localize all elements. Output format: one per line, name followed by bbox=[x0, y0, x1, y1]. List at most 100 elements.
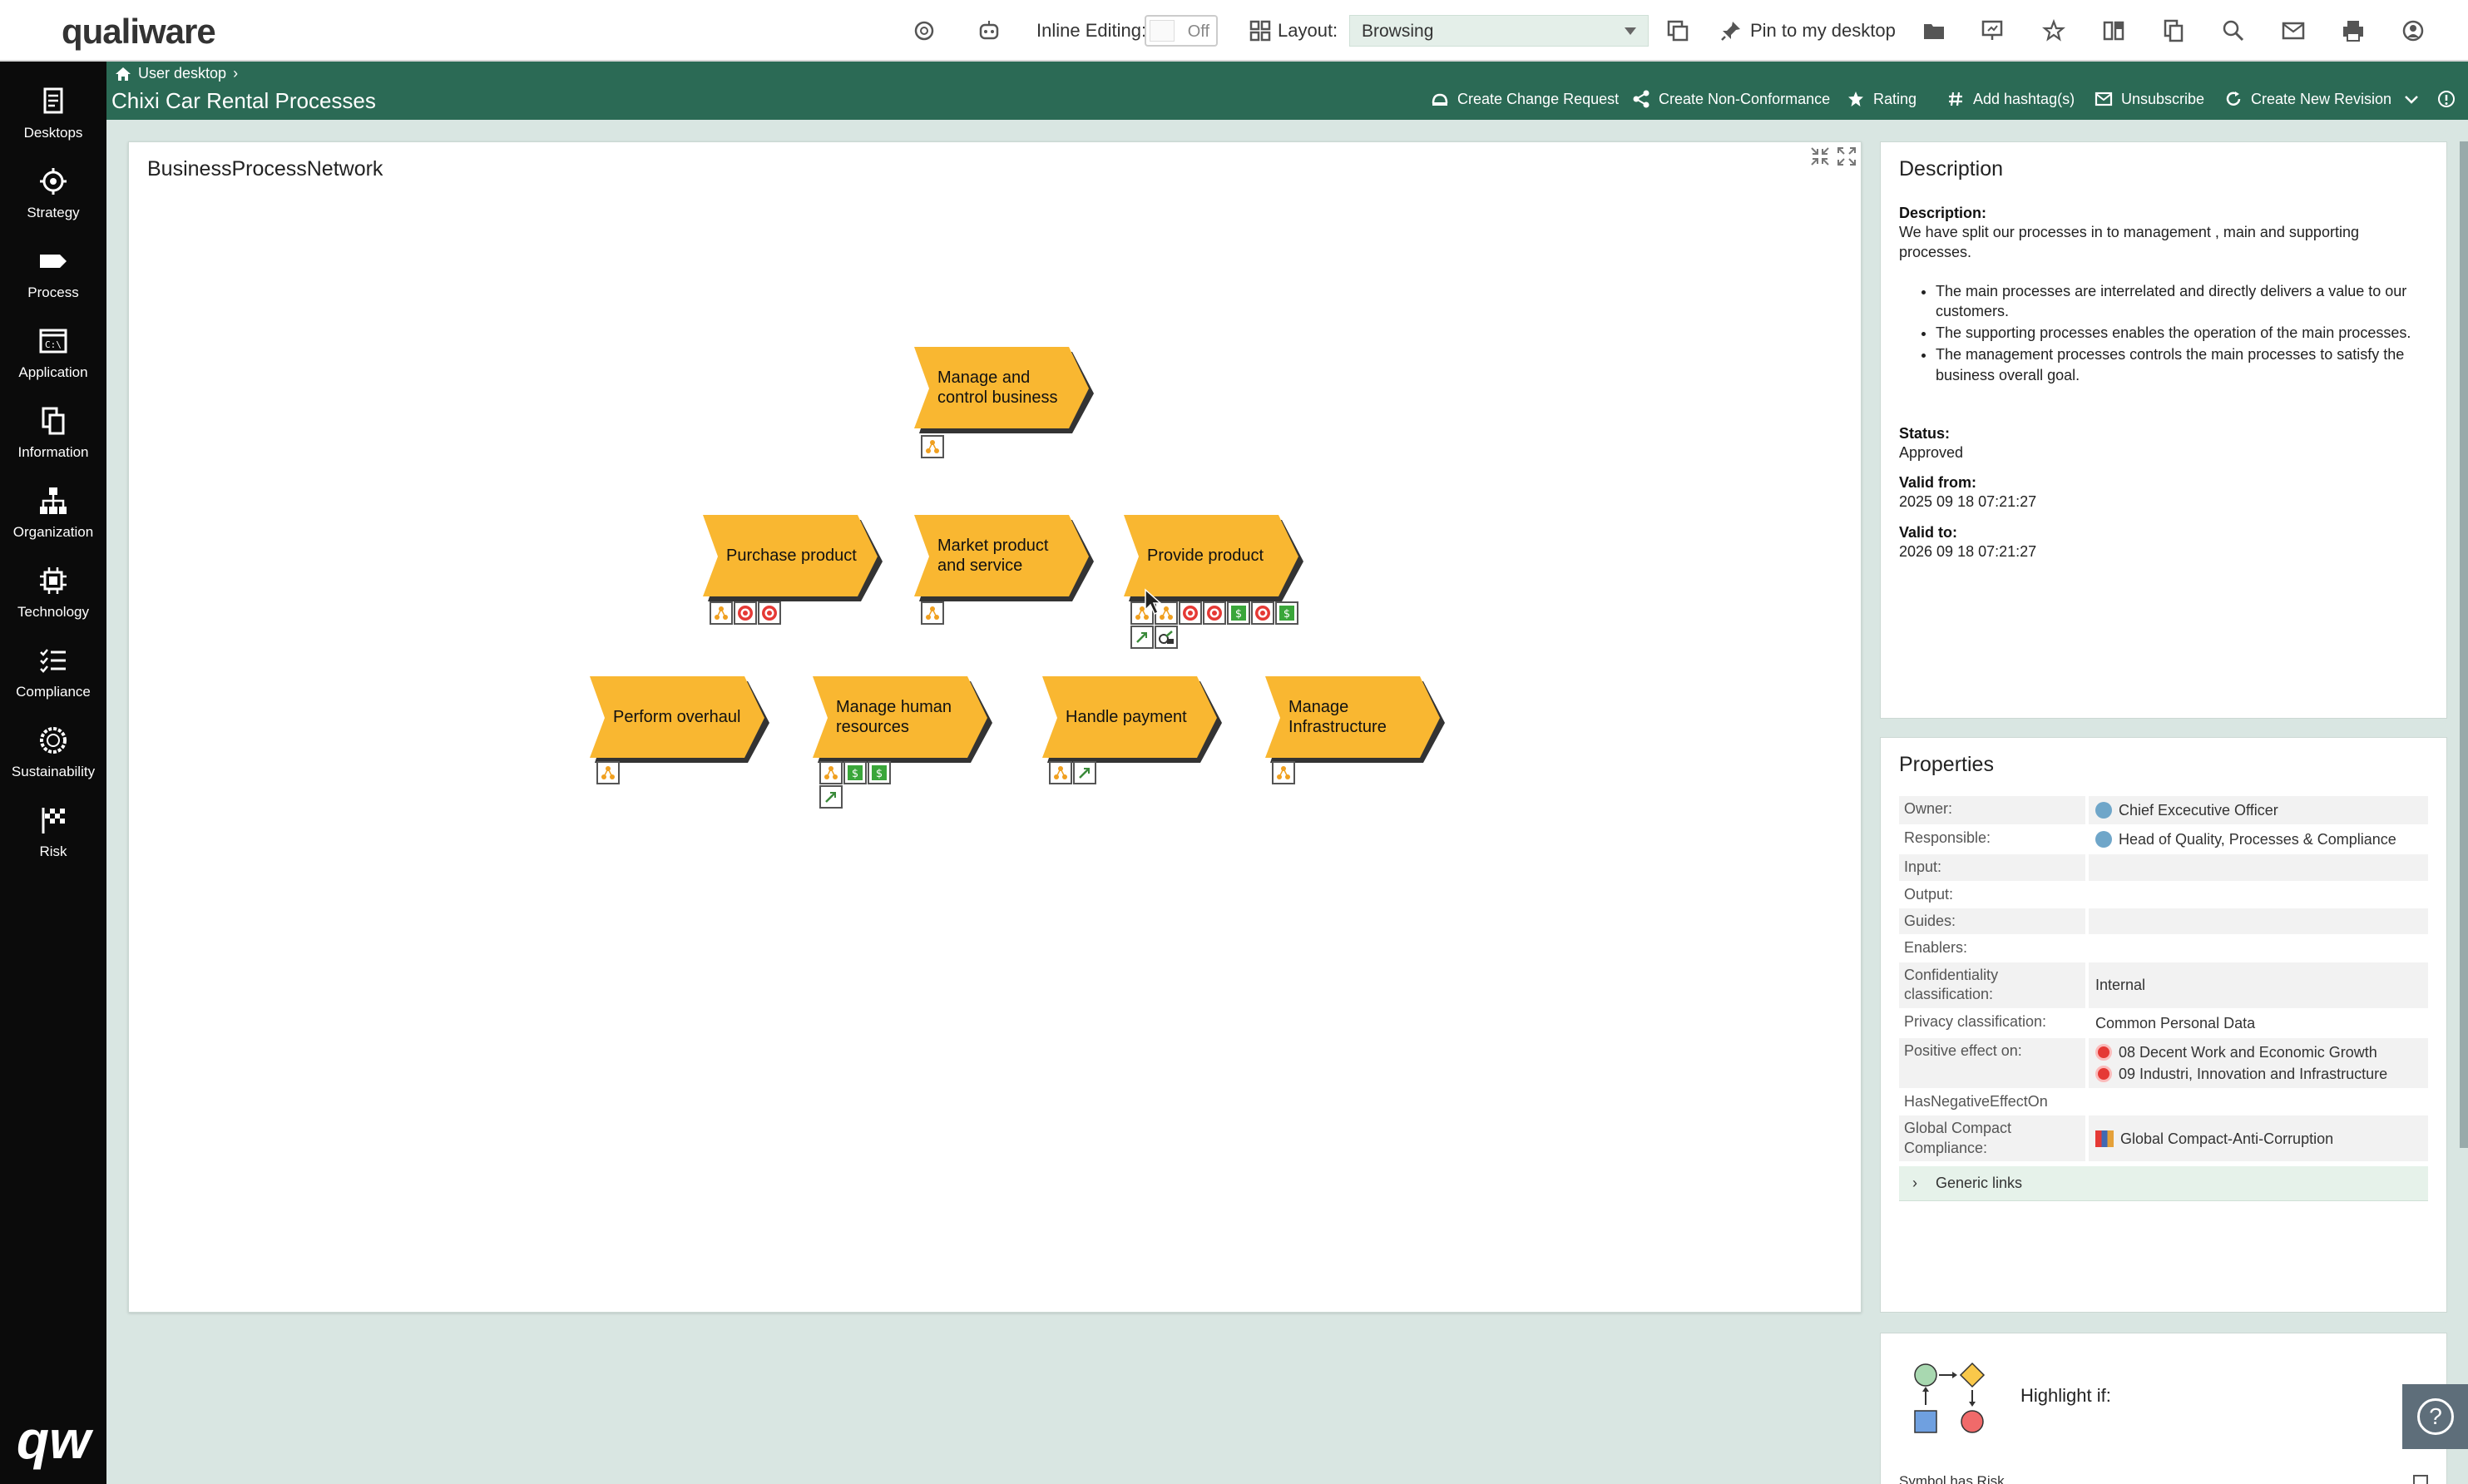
compare-icon[interactable] bbox=[2100, 17, 2128, 45]
left-sidebar: Desktops Strategy Process C:\ Applicatio… bbox=[0, 62, 106, 1484]
process-manage-and-control-business[interactable]: Manage and control business bbox=[914, 347, 1097, 433]
layout-select[interactable]: Browsing bbox=[1349, 15, 1649, 47]
global-compact-icon bbox=[2095, 1130, 2114, 1147]
process-shape bbox=[590, 676, 769, 763]
generic-links-toggle[interactable]: › Generic links bbox=[1899, 1165, 2428, 1201]
money-badge-icon[interactable]: $ bbox=[843, 761, 867, 784]
process-badges bbox=[596, 761, 620, 784]
search-icon[interactable] bbox=[2219, 17, 2248, 45]
home-icon[interactable] bbox=[115, 67, 131, 82]
process-manage-infrastructure[interactable]: Manage Infrastructure bbox=[1265, 676, 1448, 763]
mail-icon[interactable] bbox=[2279, 17, 2307, 45]
global-compact-link[interactable]: Global Compact-Anti-Corruption bbox=[2120, 1130, 2334, 1147]
robot-icon[interactable] bbox=[975, 17, 1003, 45]
scrollbar[interactable] bbox=[2460, 141, 2468, 1148]
target-badge-icon[interactable] bbox=[758, 601, 781, 625]
process-handle-payment[interactable]: Handle payment bbox=[1042, 676, 1225, 763]
highlight-shapes-icon bbox=[1914, 1362, 1986, 1433]
sidebar-item-risk[interactable]: Risk bbox=[0, 800, 106, 877]
hierarchy-badge-icon[interactable] bbox=[1272, 761, 1295, 784]
process-perform-overhaul[interactable]: Perform overhaul bbox=[590, 676, 773, 763]
sidebar-item-technology[interactable]: Technology bbox=[0, 561, 106, 637]
target-badge-icon[interactable] bbox=[1251, 601, 1274, 625]
target-badge-icon[interactable] bbox=[1203, 601, 1226, 625]
create-change-request-button[interactable]: Create Change Request bbox=[1431, 90, 1619, 108]
process-market-product-and-service[interactable]: Market product and service bbox=[914, 515, 1097, 601]
sidebar-item-desktops[interactable]: Desktops bbox=[0, 82, 106, 158]
process-purchase-product[interactable]: Purchase product bbox=[703, 515, 886, 601]
documents-icon[interactable] bbox=[2159, 17, 2188, 45]
pin-to-desktop-button[interactable]: Pin to my desktop bbox=[1750, 20, 1896, 41]
property-value bbox=[2089, 935, 2428, 961]
link-arrow-badge-icon[interactable] bbox=[1130, 626, 1154, 649]
sidebar-item-label: Sustainability bbox=[11, 764, 96, 779]
sidebar-item-sustainability[interactable]: Sustainability bbox=[0, 720, 106, 797]
sidebar-item-strategy[interactable]: Strategy bbox=[0, 161, 106, 238]
description-bullet: The supporting processes enables the ope… bbox=[1936, 323, 2428, 343]
highlight-option[interactable]: Symbol has Risk bbox=[1899, 1473, 2005, 1484]
add-hashtag-button[interactable]: Add hashtag(s) bbox=[1946, 90, 2075, 108]
link-arrow-badge-icon[interactable] bbox=[1073, 761, 1096, 784]
application-badge-icon[interactable] bbox=[1155, 626, 1178, 649]
svg-text:$: $ bbox=[876, 768, 883, 780]
money-badge-icon[interactable]: $ bbox=[868, 761, 891, 784]
process-badges bbox=[1272, 761, 1295, 784]
hierarchy-badge-icon[interactable] bbox=[921, 601, 944, 625]
hierarchy-badge-icon[interactable] bbox=[1049, 761, 1072, 784]
layout-label: Layout: bbox=[1278, 20, 1338, 41]
sidebar-item-label: Risk bbox=[39, 843, 67, 859]
process-shape bbox=[703, 515, 883, 601]
money-badge-icon[interactable]: $ bbox=[1275, 601, 1298, 625]
target-badge-icon[interactable] bbox=[734, 601, 757, 625]
sidebar-item-compliance[interactable]: Compliance bbox=[0, 641, 106, 717]
owner-link[interactable]: Chief Excecutive Officer bbox=[2119, 802, 2278, 819]
mouse-cursor-icon bbox=[1145, 588, 1162, 616]
process-manage-human-resources[interactable]: Manage human resources bbox=[813, 676, 996, 763]
folder-icon[interactable] bbox=[1920, 17, 1948, 45]
sidebar-item-process[interactable]: Process bbox=[0, 241, 106, 318]
process-shape bbox=[914, 515, 1094, 601]
ai-icon[interactable] bbox=[910, 17, 938, 45]
more-actions-chevron[interactable] bbox=[2402, 90, 2421, 108]
hierarchy-badge-icon[interactable] bbox=[596, 761, 620, 784]
pin-icon[interactable] bbox=[1717, 17, 1745, 45]
breadcrumb-user-desktop[interactable]: User desktop bbox=[138, 65, 227, 82]
hierarchy-badge-icon[interactable] bbox=[710, 601, 733, 625]
rating-button[interactable]: Rating bbox=[1847, 90, 1917, 108]
sidebar-item-organization[interactable]: Organization bbox=[0, 481, 106, 557]
highlight-checkbox[interactable] bbox=[2413, 1475, 2428, 1484]
hierarchy-badge-icon[interactable] bbox=[819, 761, 843, 784]
fullscreen-icon[interactable] bbox=[1836, 146, 1857, 167]
target-badge-icon[interactable] bbox=[1179, 601, 1202, 625]
property-row-enablers: Enablers: bbox=[1899, 934, 2428, 961]
property-key: Positive effect on: bbox=[1899, 1037, 2085, 1088]
sdg-link[interactable]: 09 Industri, Innovation and Infrastructu… bbox=[2119, 1065, 2388, 1082]
info-button[interactable] bbox=[2437, 90, 2456, 108]
print-icon[interactable] bbox=[2339, 17, 2367, 45]
inline-editing-toggle[interactable]: Off bbox=[1145, 15, 1218, 47]
hierarchy-badge-icon[interactable] bbox=[1130, 601, 1154, 625]
property-row-guides: Guides: bbox=[1899, 907, 2428, 935]
property-row-owner: Owner: Chief Excecutive Officer bbox=[1899, 795, 2428, 825]
sidebar-item-application[interactable]: C:\ Application bbox=[0, 321, 106, 398]
copy-window-icon[interactable] bbox=[1664, 17, 1692, 45]
create-non-conformance-button[interactable]: Create Non-Conformance bbox=[1632, 90, 1830, 108]
link-arrow-badge-icon[interactable] bbox=[819, 785, 843, 809]
responsible-link[interactable]: Head of Quality, Processes & Compliance bbox=[2119, 831, 2396, 848]
money-badge-icon[interactable]: $ bbox=[1227, 601, 1250, 625]
sdg-link[interactable]: 08 Decent Work and Economic Growth bbox=[2119, 1043, 2377, 1061]
sdg-icon bbox=[2095, 1065, 2112, 1082]
hierarchy-badge-icon[interactable] bbox=[921, 435, 944, 458]
svg-text:$: $ bbox=[852, 768, 858, 780]
user-profile-icon[interactable] bbox=[2399, 17, 2427, 45]
help-button[interactable]: ? bbox=[2402, 1384, 2468, 1449]
unsubscribe-button[interactable]: Unsubscribe bbox=[2095, 90, 2204, 108]
sidebar-item-information[interactable]: Information bbox=[0, 401, 106, 477]
create-new-revision-button[interactable]: Create New Revision bbox=[2224, 90, 2391, 108]
star-icon[interactable] bbox=[2040, 17, 2068, 45]
process-provide-product[interactable]: Provide product bbox=[1124, 515, 1307, 601]
presentation-icon[interactable] bbox=[1978, 17, 2006, 45]
property-row-global-compact: Global Compact Compliance: Global Compac… bbox=[1899, 1115, 2428, 1161]
collapse-icon[interactable] bbox=[1809, 146, 1831, 167]
chevron-right-icon: › bbox=[233, 65, 239, 82]
